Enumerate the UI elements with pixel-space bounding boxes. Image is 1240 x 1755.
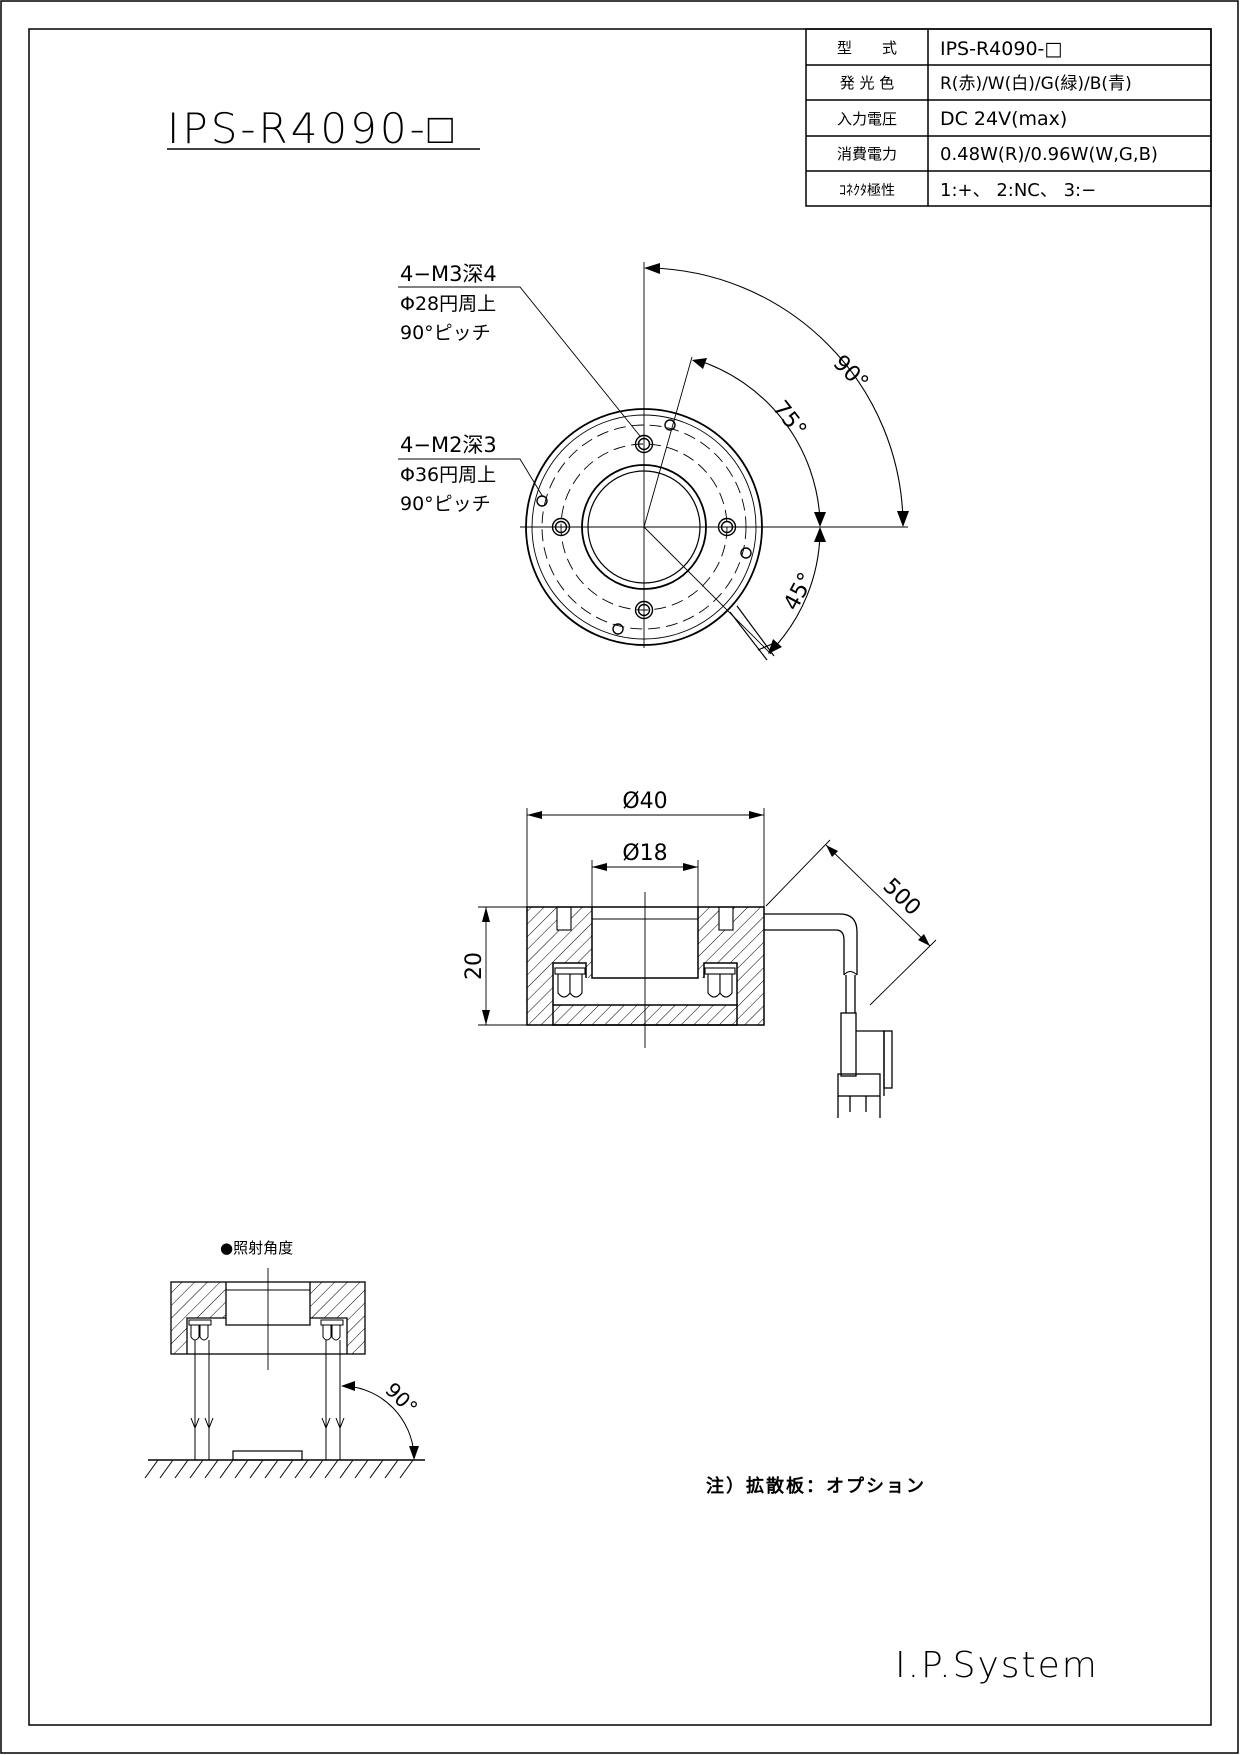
- m3-hole: [634, 600, 654, 620]
- spec-value-voltage: DC 24V(max): [940, 108, 1067, 130]
- spec-table: 型 式 IPS-R4090-□ 発 光 色 R(赤)/W(白)/G(緑)/B(青…: [805, 28, 1212, 207]
- m2-hole: [612, 623, 624, 635]
- m3-hole: [634, 434, 654, 454]
- m2-spec-line-1: 4−M2深3: [400, 433, 497, 457]
- top-view: [398, 262, 909, 661]
- angle-arc-45: [771, 532, 821, 651]
- m2-hole: [740, 547, 752, 559]
- m3-spec-line-2: Φ28円周上: [400, 293, 496, 315]
- section-view: [478, 808, 937, 1118]
- dim-height: 20: [462, 952, 487, 980]
- spec-label-polarity: ｺﾈｸﾀ極性: [839, 183, 895, 199]
- m2-spec-line-3: 90°ピッチ: [400, 493, 491, 515]
- spec-value-polarity: 1:+、 2:NC、 3:−: [940, 180, 1096, 201]
- spec-value-model: IPS-R4090-□: [940, 38, 1062, 60]
- dim-inner-diameter: Ø18: [622, 841, 667, 866]
- spec-value-power: 0.48W(R)/0.96W(W,G,B): [940, 144, 1158, 165]
- spec-label-power: 消費電力: [837, 145, 897, 163]
- dim-cable-length: 500: [878, 874, 926, 921]
- diffuser-note: 注）拡散板：オプション: [706, 1475, 926, 1497]
- m3-spec-line-1: 4−M3深4: [400, 262, 497, 286]
- angle-label-90: 90°: [828, 351, 873, 396]
- illum-angle-arc: [346, 1385, 415, 1456]
- illum-angle-label: 90°: [380, 1378, 422, 1420]
- spec-label-color: 発 光 色: [840, 74, 895, 92]
- inner-frame: [28, 28, 1212, 1726]
- illum-heading: ●照射角度: [220, 1239, 293, 1257]
- company-name: I.P.System: [895, 1645, 1099, 1686]
- m3-spec-line-3: 90°ピッチ: [400, 322, 491, 344]
- m2-spec-line-2: Φ36円周上: [400, 464, 496, 486]
- m2-hole: [664, 419, 676, 431]
- spec-value-color: R(赤)/W(白)/G(緑)/B(青): [940, 74, 1132, 94]
- angle-arc-90: [649, 267, 904, 522]
- drawing-title: IPS-R4090-□: [167, 104, 456, 153]
- spec-label-voltage: 入力電圧: [837, 110, 897, 128]
- illum-diagram: [144, 1268, 425, 1479]
- angle-arc-75: [696, 359, 821, 522]
- spec-label-model: 型 式: [837, 39, 897, 57]
- m3-hole: [551, 517, 571, 537]
- angle-label-75: 75°: [767, 396, 811, 442]
- m3-hole: [717, 517, 737, 537]
- dim-outer-diameter: Ø40: [622, 789, 667, 814]
